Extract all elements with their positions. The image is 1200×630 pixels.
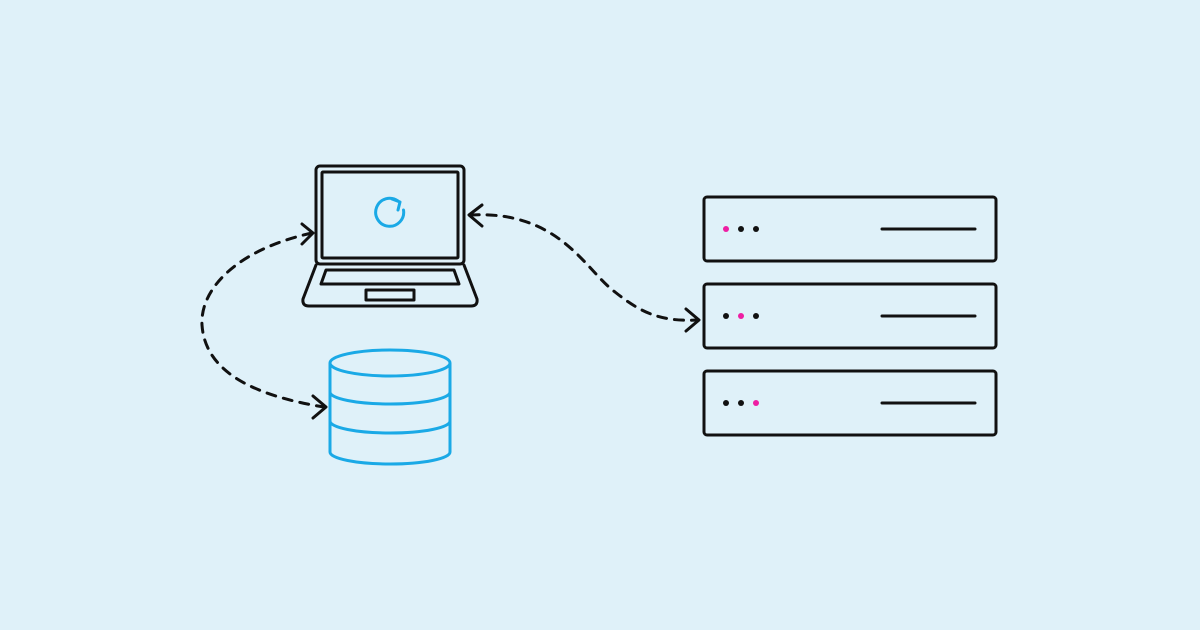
connector-line [468, 213, 699, 322]
server-box [702, 195, 998, 263]
laptop-keyboard [319, 268, 461, 286]
server-box [702, 369, 998, 437]
status-light [723, 400, 729, 406]
status-light [753, 400, 759, 406]
status-light [753, 226, 759, 232]
database-body [328, 363, 452, 466]
database-band-2 [328, 420, 452, 435]
status-light [738, 400, 744, 406]
server-unit [702, 195, 998, 263]
database-icon [328, 348, 452, 466]
server-box [702, 282, 998, 350]
connector-database-laptop [200, 222, 328, 420]
arrowhead-to-server [684, 307, 701, 333]
laptop-screen-inner [320, 170, 460, 260]
connector-laptop-server [467, 203, 701, 333]
laptop-screen-outer [314, 164, 466, 266]
status-light [753, 313, 759, 319]
server-unit [702, 369, 998, 437]
laptop-icon [301, 164, 479, 308]
connector-line [200, 231, 326, 409]
arrowhead-to-database [311, 394, 328, 420]
status-light [723, 226, 729, 232]
database-band-1 [328, 391, 452, 406]
laptop-base [301, 263, 479, 308]
server-rack-icon [702, 195, 998, 437]
status-light [738, 313, 744, 319]
server-unit [702, 282, 998, 350]
status-light [738, 226, 744, 232]
status-light [723, 313, 729, 319]
database-top [328, 348, 452, 378]
refresh-icon [374, 196, 406, 228]
laptop-trackpad [364, 288, 416, 302]
arrowhead-to-laptop [300, 222, 315, 246]
arrowhead-to-laptop [467, 203, 484, 228]
